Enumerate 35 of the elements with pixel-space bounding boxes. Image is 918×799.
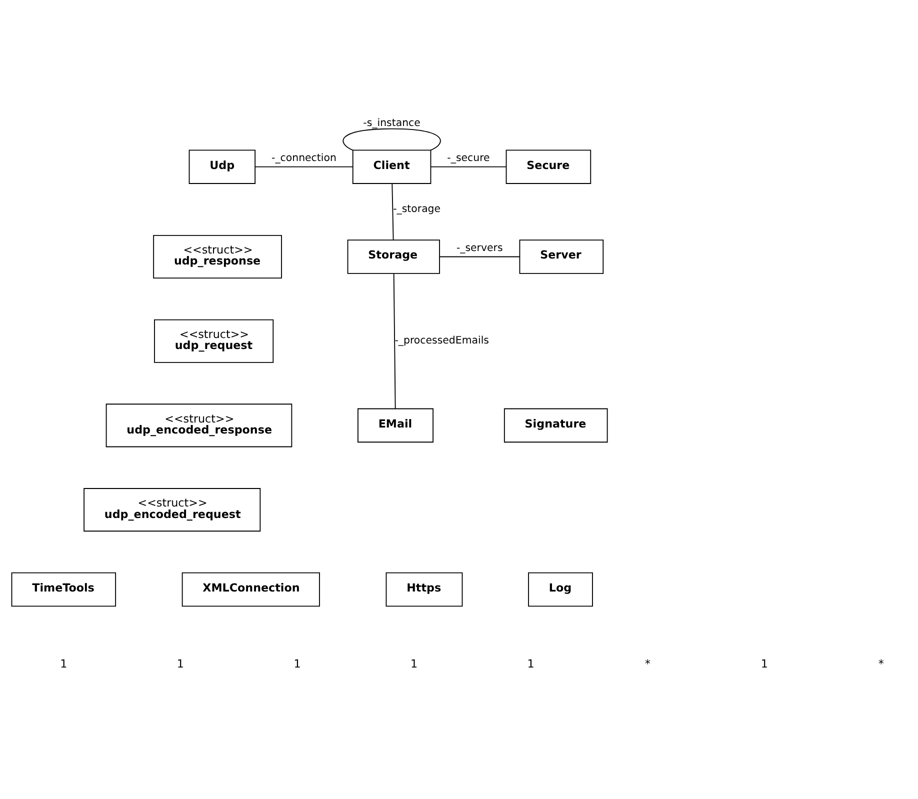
node-box: XMLConnection bbox=[182, 572, 320, 607]
node-box: <<struct>> udp_request bbox=[154, 319, 274, 363]
label: * bbox=[644, 657, 650, 670]
label: 1 bbox=[60, 657, 68, 670]
node-box: Server bbox=[519, 240, 604, 274]
connector bbox=[430, 166, 507, 168]
node-box: <<struct>> udp_response bbox=[153, 234, 282, 279]
node-box: Https bbox=[386, 572, 463, 607]
label: 1 bbox=[760, 657, 768, 670]
node-box: TimeTools bbox=[11, 572, 116, 607]
connector bbox=[393, 273, 396, 410]
node-box: <<struct>> udp_encoded_request bbox=[84, 488, 261, 532]
label: 1 bbox=[527, 657, 534, 670]
edge-label: -_connection bbox=[272, 153, 336, 164]
label: 1 bbox=[294, 657, 301, 670]
node-box: Log bbox=[528, 572, 593, 607]
node-box: Udp bbox=[188, 150, 256, 184]
label: 1 bbox=[176, 657, 184, 670]
node-box: Storage bbox=[347, 240, 440, 274]
connector bbox=[392, 183, 394, 240]
edge-label: -_storage bbox=[393, 204, 441, 216]
edge-label: -_servers bbox=[456, 243, 503, 254]
node-box: Client bbox=[352, 150, 432, 184]
label: * bbox=[878, 657, 884, 670]
node-box: Signature bbox=[504, 408, 608, 443]
node-box: Secure bbox=[506, 150, 592, 184]
edge-label: -_secure bbox=[447, 153, 490, 164]
edge-label: -_processedEmails bbox=[394, 336, 489, 347]
edge-label: -s_instance bbox=[363, 118, 420, 129]
node-box: EMail bbox=[358, 408, 434, 443]
connector bbox=[439, 256, 520, 258]
node-box: <<struct>> udp_encoded_response bbox=[106, 404, 292, 448]
connector bbox=[342, 128, 441, 151]
label: 1 bbox=[410, 657, 418, 670]
connector bbox=[254, 166, 354, 168]
